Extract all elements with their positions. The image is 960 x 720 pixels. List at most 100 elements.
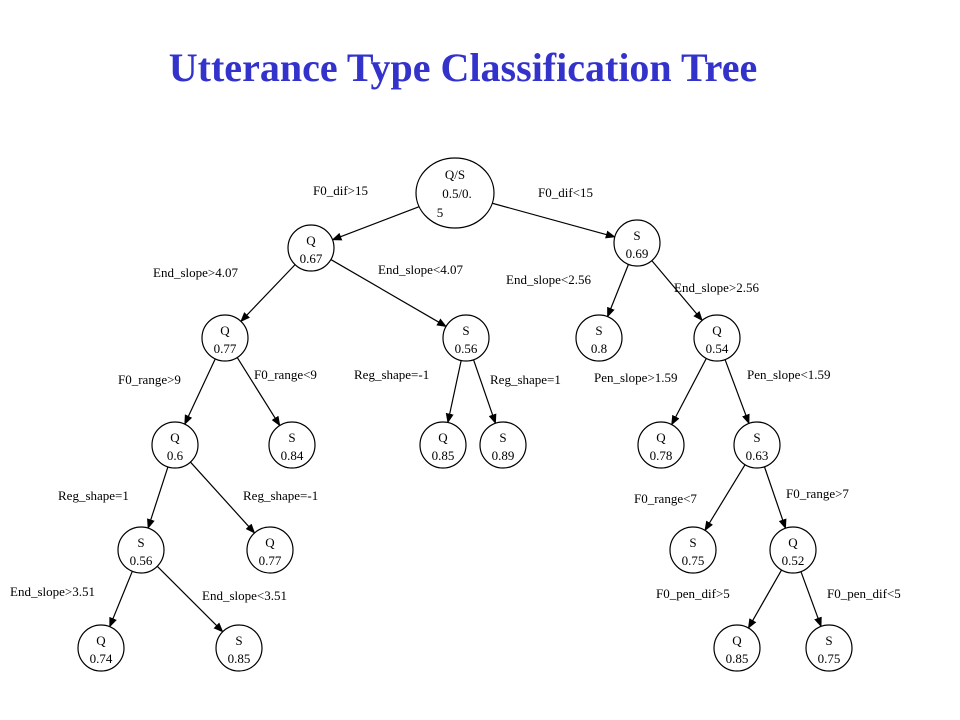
node-circle	[201, 314, 249, 362]
tree-node-s10: S0.75	[805, 624, 853, 672]
node-probability: 0.69	[626, 246, 649, 261]
tree-node-q2: Q0.77	[201, 314, 249, 362]
edge-label: End_slope>4.07	[153, 265, 238, 280]
tree-node-q1: Q 0.67	[287, 224, 335, 272]
node-circle	[733, 421, 781, 469]
tree-node-s7: S 0.56	[117, 526, 165, 574]
node-circle	[479, 421, 527, 469]
node-probability: 0.63	[746, 448, 769, 463]
node-class-label: Q	[656, 430, 666, 445]
node-probability: 0.85	[726, 651, 749, 666]
node-probability: 0.56	[130, 553, 153, 568]
node-probability: 0.78	[650, 448, 673, 463]
tree-node-s6: S 0.63	[733, 421, 781, 469]
tree-node-q6: Q 0.78	[637, 421, 685, 469]
edge-label: Reg_shape=-1	[354, 367, 429, 382]
node-class-label: S	[235, 633, 242, 648]
edge-root-s1	[492, 202, 616, 239]
tree-node-q5: Q0.85	[419, 421, 467, 469]
edge-q8-s10	[800, 571, 822, 628]
edge-label: Reg_shape=1	[490, 372, 561, 387]
diagram-title: Utterance Type Classification Tree	[168, 45, 758, 90]
node-class-label: S	[595, 323, 602, 338]
tree-node-s5: S 0.89	[479, 421, 527, 469]
node-probability: 0.52	[782, 553, 805, 568]
node-probability: 0.8	[591, 341, 607, 356]
nodes-layer: Q/S0.5/0.5Q0.67S0.69Q0.77S0.56S0.8Q0.54Q…	[77, 157, 853, 672]
node-probability: 0.74	[90, 651, 113, 666]
node-probability: 0.67	[300, 251, 323, 266]
node-probability: 0.89	[492, 448, 515, 463]
edge-label: Pen_slope<1.59	[747, 367, 831, 382]
edge-label: F0_dif>15	[313, 183, 368, 198]
edge-root-q1	[331, 206, 420, 241]
node-probability: 0.85	[228, 651, 251, 666]
node-circle	[151, 421, 199, 469]
node-probability-wrap: 5	[437, 205, 444, 220]
edge-s6-s8	[704, 464, 746, 532]
node-class-label: Q	[265, 535, 275, 550]
edge-s6-q8	[763, 466, 787, 530]
tree-node-s4: S0.84	[268, 421, 316, 469]
node-circle	[442, 314, 490, 362]
edge-q4-q7	[189, 461, 256, 534]
node-class-label: Q	[96, 633, 106, 648]
node-circle	[669, 526, 717, 574]
edge-q3-q6	[671, 358, 707, 426]
edge-q2-s4	[236, 357, 281, 427]
node-circle	[693, 314, 741, 362]
node-circle	[769, 526, 817, 574]
tree-node-q8: Q0.52	[769, 526, 817, 574]
node-class-label: Q	[220, 323, 230, 338]
tree-node-q9: Q 0.74	[77, 624, 125, 672]
tree-node-s3: S 0.8	[575, 314, 623, 362]
node-class-label: Q	[170, 430, 180, 445]
tree-node-s1: S 0.69	[613, 219, 661, 267]
edge-label: Reg_shape=-1	[243, 488, 318, 503]
node-class-label: Q	[438, 430, 448, 445]
node-probability: 0.56	[455, 341, 478, 356]
node-circle	[415, 157, 495, 229]
node-circle	[246, 526, 294, 574]
edge-q2-q4	[184, 358, 216, 426]
node-probability: 0.84	[281, 448, 304, 463]
tree-node-s8: S0.75	[669, 526, 717, 574]
edge-s2-q5	[445, 360, 462, 424]
node-class-label: S	[753, 430, 760, 445]
edge-q8-q10	[747, 569, 783, 629]
edge-label: End_slope<4.07	[378, 262, 463, 277]
edge-label: F0_range<9	[254, 367, 317, 382]
edge-s2-s5	[472, 359, 497, 425]
edge-s1-s3	[606, 264, 630, 318]
node-probability: 0.77	[259, 553, 282, 568]
edge-label: End_slope<2.56	[506, 272, 591, 287]
node-circle	[637, 421, 685, 469]
node-class-label: S	[825, 633, 832, 648]
tree-node-q10: Q0.85	[713, 624, 761, 672]
edge-q3-s6	[724, 359, 750, 425]
node-probability: 0.54	[706, 341, 729, 356]
node-class-label: S	[499, 430, 506, 445]
node-class-label: S	[633, 228, 640, 243]
edge-s1-q3	[651, 260, 703, 322]
edge-s7-s9	[156, 565, 224, 633]
edge-q4-s7	[147, 466, 169, 530]
node-class-label: Q	[306, 233, 316, 248]
edge-label: F0_range>7	[786, 486, 849, 501]
node-class-label: S	[137, 535, 144, 550]
edge-label: End_slope>2.56	[674, 280, 759, 295]
edge-q1-s2	[330, 259, 447, 327]
edge-label: F0_pen_dif>5	[656, 586, 730, 601]
node-circle	[117, 526, 165, 574]
tree-node-q4: Q0.6	[151, 421, 199, 469]
tree-node-s2: S0.56	[442, 314, 490, 362]
node-circle	[77, 624, 125, 672]
node-circle	[713, 624, 761, 672]
node-probability: 0.5/0.	[442, 186, 472, 201]
node-circle	[613, 219, 661, 267]
tree-node-s9: S 0.85	[215, 624, 263, 672]
node-class-label: Q/S	[445, 167, 465, 182]
